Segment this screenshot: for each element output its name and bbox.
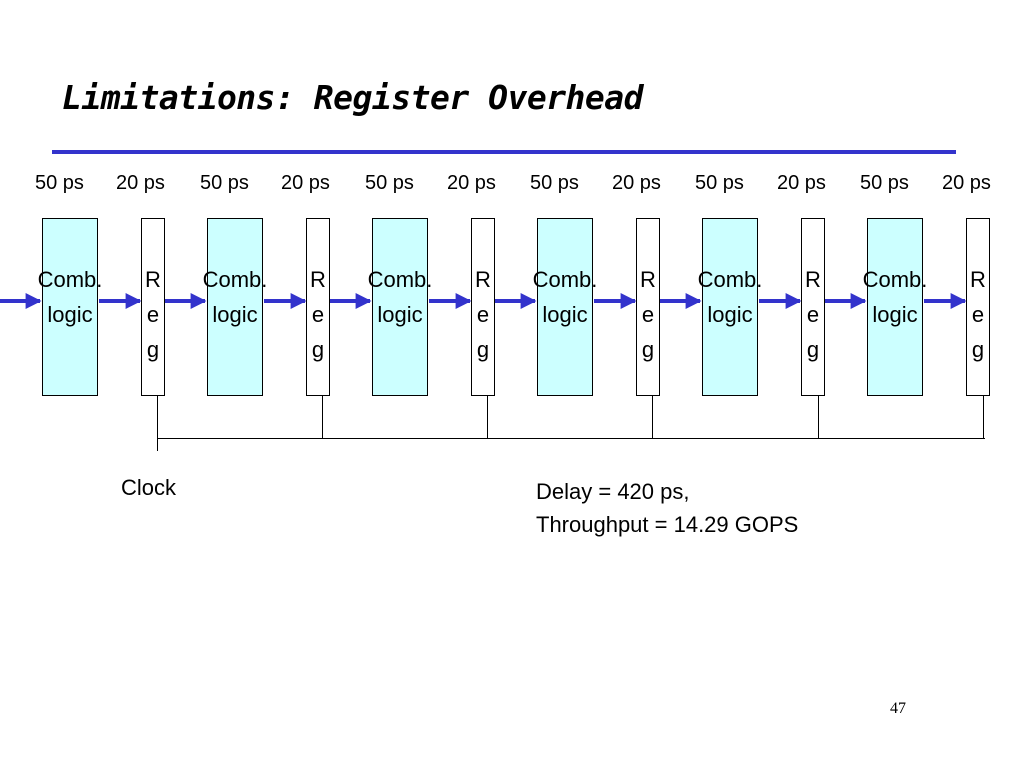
delay-label-comb-5: 50 ps <box>695 172 744 194</box>
clock-label: Clock <box>121 475 177 500</box>
clock-tap-3 <box>487 396 488 439</box>
comb-logic-block-2 <box>207 218 263 396</box>
comb-logic-label-2: Comb.logic <box>202 267 268 327</box>
register-block-4 <box>636 218 660 396</box>
comb-logic-block-6 <box>867 218 923 396</box>
register-block-6 <box>966 218 990 396</box>
clock-bus <box>157 438 985 439</box>
delay-label-reg-4: 20 ps <box>612 172 661 194</box>
clock-tap-4 <box>652 396 653 439</box>
comb-logic-block-3 <box>372 218 428 396</box>
comb-logic-block-4 <box>537 218 593 396</box>
clock-tap-5 <box>818 396 819 439</box>
comb-logic-label-5: Comb.logic <box>697 267 763 327</box>
slide-title: Limitations: Register Overhead <box>62 78 644 117</box>
register-block-1 <box>141 218 165 396</box>
comb-logic-block-1 <box>42 218 98 396</box>
delay-label-comb-1: 50 ps <box>35 172 84 194</box>
clock-tap-6 <box>983 396 984 439</box>
delay-label-comb-2: 50 ps <box>200 172 249 194</box>
delay-label-reg-1: 20 ps <box>116 172 165 194</box>
register-block-2 <box>306 218 330 396</box>
delay-summary: Delay = 420 ps, <box>536 479 690 504</box>
clock-tap-2 <box>322 396 323 439</box>
clock-tap-1 <box>157 396 158 451</box>
comb-logic-label-4: Comb.logic <box>532 267 598 327</box>
delay-label-reg-5: 20 ps <box>777 172 826 194</box>
comb-logic-block-5 <box>702 218 758 396</box>
delay-label-comb-6: 50 ps <box>860 172 909 194</box>
delay-label-reg-6: 20 ps <box>942 172 991 194</box>
page-number: 47 <box>890 700 906 717</box>
delay-label-reg-3: 20 ps <box>447 172 496 194</box>
delay-label-reg-2: 20 ps <box>281 172 330 194</box>
comb-logic-label-1: Comb.logic <box>37 267 103 327</box>
comb-logic-label-6: Comb.logic <box>862 267 928 327</box>
comb-logic-label-3: Comb.logic <box>367 267 433 327</box>
title-underline <box>52 150 956 154</box>
throughput-summary: Throughput = 14.29 GOPS <box>536 512 799 537</box>
delay-label-comb-4: 50 ps <box>530 172 579 194</box>
delay-label-comb-3: 50 ps <box>365 172 414 194</box>
register-block-5 <box>801 218 825 396</box>
performance-summary: Delay = 420 ps, Throughput = 14.29 GOPS <box>536 475 798 541</box>
register-block-3 <box>471 218 495 396</box>
